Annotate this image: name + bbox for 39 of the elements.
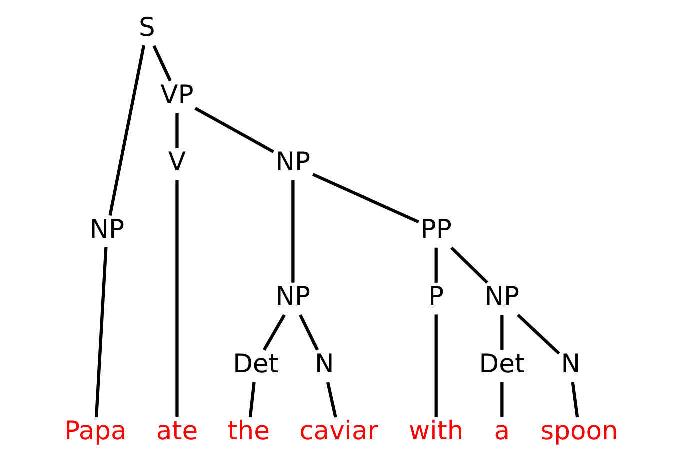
node-text: Det (479, 349, 526, 380)
connector (312, 173, 420, 224)
node-text: NP (276, 282, 311, 312)
connector (176, 180, 179, 418)
node-text: S (139, 12, 156, 43)
connector (517, 314, 560, 355)
connector (176, 113, 179, 148)
node-text: VP (160, 80, 194, 110)
node-text: Papa (64, 416, 127, 447)
node-text: with (409, 416, 464, 447)
connector (434, 248, 438, 283)
connector (434, 314, 438, 418)
connector (326, 382, 338, 418)
connector (94, 247, 108, 418)
node-text: spoon (540, 416, 618, 447)
node-text: PP (420, 214, 452, 245)
connector (248, 382, 256, 418)
node-text: NP (276, 148, 311, 178)
node-text: ate (156, 416, 198, 447)
connector (500, 315, 504, 350)
node-text: Det (233, 349, 279, 380)
node-text: N (561, 349, 581, 380)
connector (571, 382, 580, 418)
node-text: a (494, 416, 510, 447)
node-text: V (168, 148, 186, 178)
connector (194, 107, 274, 154)
connector (152, 45, 172, 82)
connector (262, 314, 286, 351)
node-text: N (315, 349, 334, 380)
connector (108, 45, 146, 216)
connector (292, 180, 295, 283)
node-text: caviar (300, 416, 378, 447)
node-text: the (228, 416, 270, 447)
connector (500, 382, 504, 418)
connector (450, 246, 489, 284)
connector (299, 314, 320, 351)
node-text: NP (90, 214, 124, 245)
node-text: P (428, 282, 444, 312)
node-text: NP (484, 282, 520, 312)
